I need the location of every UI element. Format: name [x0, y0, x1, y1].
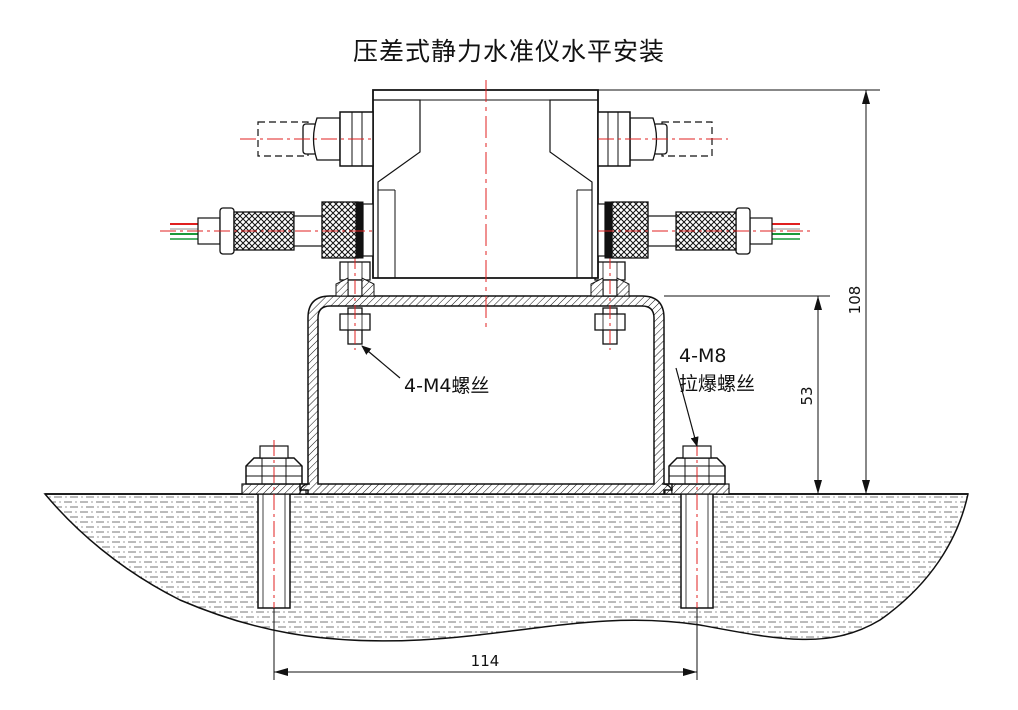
callout-m4-screw-label: 4-M4螺丝 — [404, 375, 489, 397]
dimension-114-label: 114 — [471, 652, 500, 670]
anchor-bolt-right — [664, 440, 730, 620]
callout-m8-anchor-line1: 4-M8 — [679, 345, 726, 367]
dimension-53-label: 53 — [798, 386, 816, 405]
sensor-body — [372, 80, 599, 330]
dimension-bracket-height: 53 — [664, 295, 830, 494]
cable-connector-right — [597, 201, 812, 259]
upper-fitting-right — [597, 111, 728, 167]
mounting-bracket — [299, 295, 673, 495]
dimension-anchor-spacing: 114 — [273, 608, 698, 680]
upper-fitting-left — [240, 111, 374, 167]
callout-m8-anchor: 4-M8 拉爆螺丝 — [675, 345, 755, 447]
ground-body — [43, 493, 969, 642]
dimension-total-height: 108 — [598, 89, 880, 495]
m4-screw-left — [335, 255, 375, 350]
callout-m8-anchor-line2: 拉爆螺丝 — [679, 373, 755, 395]
callout-m4-screw: 4-M4螺丝 — [361, 345, 489, 397]
cable-connector-left — [160, 201, 374, 259]
dimension-108-label: 108 — [846, 286, 864, 315]
diagram-title: 压差式静力水准仪水平安装 — [352, 37, 665, 66]
ground-section — [43, 493, 969, 642]
